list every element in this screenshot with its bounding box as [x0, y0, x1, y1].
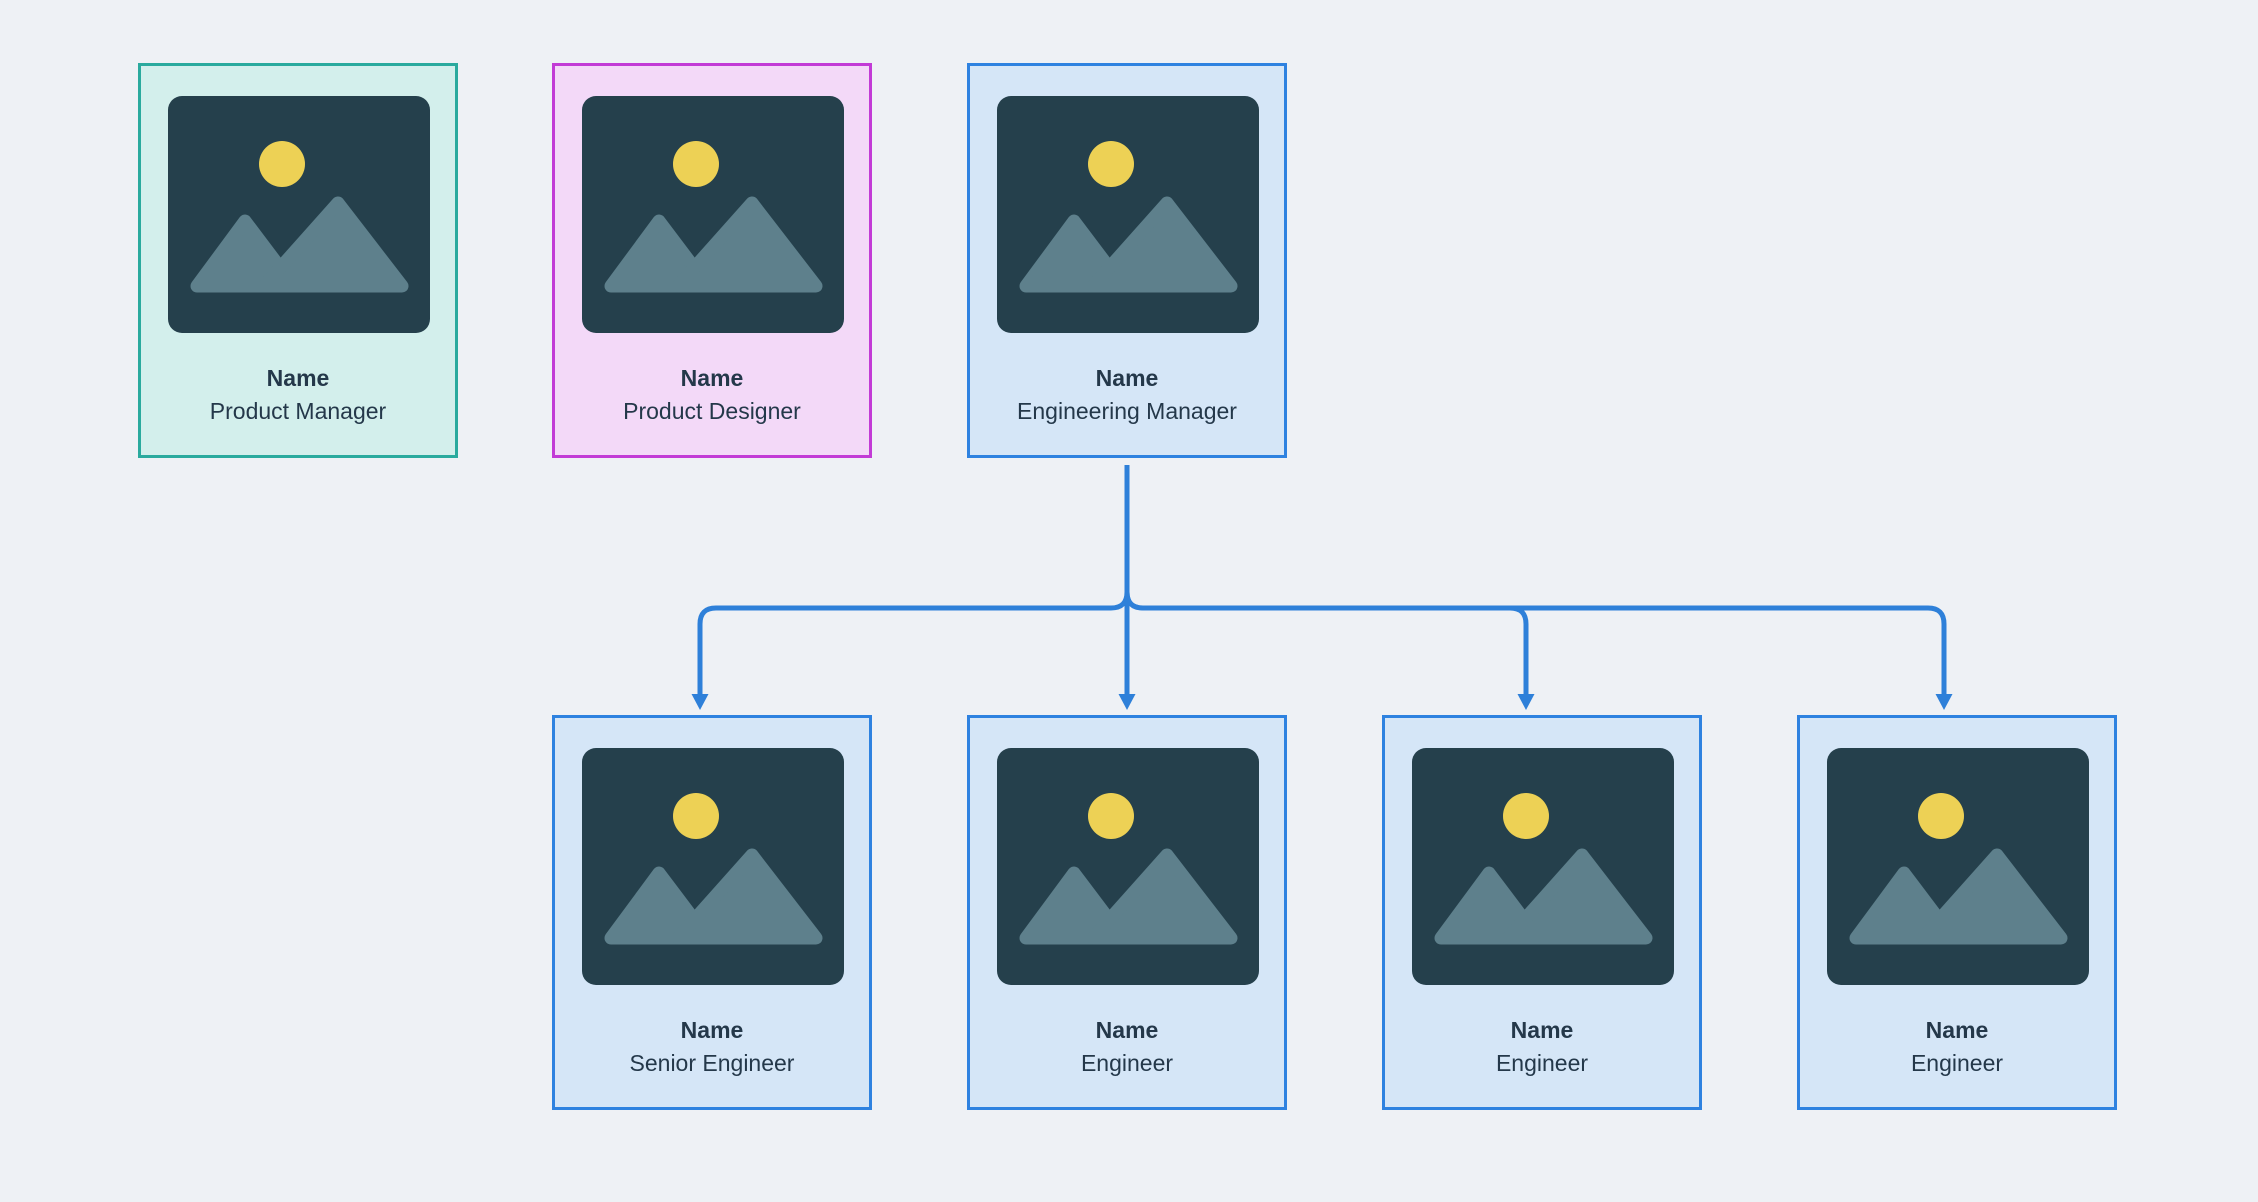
mountain-glyph — [1434, 866, 1545, 945]
person-role-label: Engineering Manager — [1017, 398, 1237, 424]
person-role-label: Product Designer — [623, 398, 801, 424]
image-placeholder-icon — [1412, 748, 1674, 985]
photo-frame-shape — [582, 96, 844, 333]
photo-frame-shape — [997, 748, 1259, 985]
image-placeholder-icon — [582, 748, 844, 985]
connector-engineering-manager-to-engineer-2 — [1124, 465, 1535, 710]
person-name-label: Name — [680, 365, 744, 391]
mountain-glyph — [1849, 866, 1960, 945]
person-role-label: Engineer — [1495, 1050, 1589, 1076]
photo-frame-shape — [168, 96, 430, 333]
mountain-glyph — [1501, 848, 1653, 945]
mountain-glyph — [190, 214, 301, 293]
mountain-glyph — [1019, 866, 1130, 945]
person-name-label: Name — [266, 365, 330, 391]
image-placeholder-icon — [997, 96, 1259, 333]
sun-glyph — [673, 793, 719, 839]
mountain-glyph — [1086, 848, 1238, 945]
person-name-label: Name — [1925, 1017, 1989, 1043]
photo-frame-shape — [582, 748, 844, 985]
mountain-glyph — [257, 196, 409, 293]
person-card-engineer-2[interactable]: Name Engineer — [1382, 715, 1702, 1110]
person-card-product-manager[interactable]: Name Product Manager — [138, 63, 458, 458]
photo-frame-shape — [997, 96, 1259, 333]
connector-engineering-manager-to-senior-engineer — [691, 465, 1130, 710]
image-placeholder-icon — [168, 96, 430, 333]
person-card-senior-engineer[interactable]: Name Senior Engineer — [552, 715, 872, 1110]
sun-glyph — [1918, 793, 1964, 839]
sun-glyph — [673, 141, 719, 187]
photo-frame-shape — [1827, 748, 2089, 985]
connector-engineering-manager-to-engineer-3 — [1124, 465, 1953, 710]
person-name-label: Name — [1095, 1017, 1159, 1043]
mountain-glyph — [1086, 196, 1238, 293]
person-card-engineer-3[interactable]: Name Engineer — [1797, 715, 2117, 1110]
person-card-engineer-1[interactable]: Name Engineer — [967, 715, 1287, 1110]
image-placeholder-icon — [582, 96, 844, 333]
sun-glyph — [1088, 141, 1134, 187]
photo-frame-shape — [1412, 748, 1674, 985]
connector-engineering-manager-to-engineer-1 — [1118, 465, 1136, 710]
person-role-label: Product Manager — [209, 398, 387, 424]
person-card-product-designer[interactable]: Name Product Designer — [552, 63, 872, 458]
person-card-engineering-manager[interactable]: Name Engineering Manager — [967, 63, 1287, 458]
mountain-glyph — [671, 196, 823, 293]
sun-glyph — [259, 141, 305, 187]
image-placeholder-icon — [997, 748, 1259, 985]
sun-glyph — [1088, 793, 1134, 839]
person-name-label: Name — [680, 1017, 744, 1043]
image-placeholder-icon — [1827, 748, 2089, 985]
person-role-label: Senior Engineer — [629, 1050, 795, 1076]
person-role-label: Engineer — [1910, 1050, 2004, 1076]
mountain-glyph — [604, 214, 715, 293]
mountain-glyph — [604, 866, 715, 945]
person-role-label: Engineer — [1080, 1050, 1174, 1076]
person-name-label: Name — [1510, 1017, 1574, 1043]
mountain-glyph — [1916, 848, 2068, 945]
mountain-glyph — [671, 848, 823, 945]
mountain-glyph — [1019, 214, 1130, 293]
sun-glyph — [1503, 793, 1549, 839]
person-name-label: Name — [1095, 365, 1159, 391]
